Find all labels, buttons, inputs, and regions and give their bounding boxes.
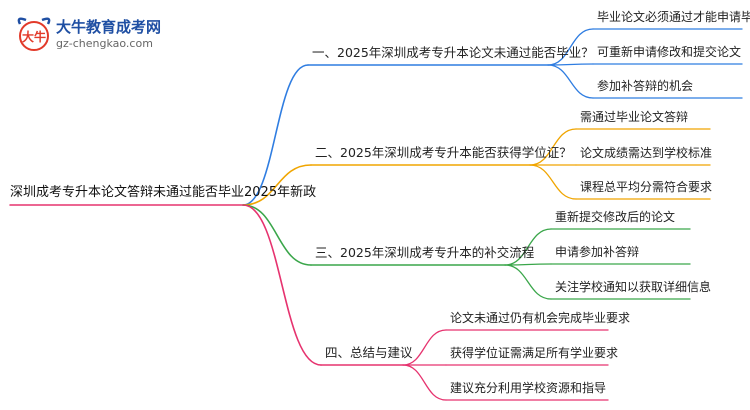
- leaf-node-1-3[interactable]: 参加补答辩的机会: [597, 79, 694, 93]
- bull-logo-icon: 大牛: [17, 17, 51, 51]
- leaf-connector-2-1: [529, 128, 577, 166]
- branch-connector-1: [242, 64, 309, 206]
- branch-node-4[interactable]: 四、总结与建议: [325, 345, 413, 360]
- leaf-node-4-2[interactable]: 获得学位证需满足所有学业要求: [450, 346, 619, 360]
- branch-node-2[interactable]: 二、2025年深圳成考专升本能否获得学位证？: [315, 145, 572, 160]
- leaf-node-2-3[interactable]: 课程总平均分需符合要求: [580, 180, 713, 194]
- leaf-node-1-2[interactable]: 可重新申请修改和提交论文: [597, 45, 742, 59]
- branch-connector-2: [242, 164, 312, 206]
- branch-connector-3: [242, 204, 312, 266]
- leaf-connector-4-1: [402, 329, 447, 366]
- leaf-node-3-1[interactable]: 重新提交修改后的论文: [555, 210, 676, 224]
- logo-mark-text: 大牛: [22, 29, 46, 44]
- leaf-node-3-2[interactable]: 申请参加补答辩: [555, 245, 640, 259]
- logo-url: gz-chengkao.com: [56, 37, 153, 50]
- leaf-node-2-1[interactable]: 需通过毕业论文答辩: [580, 110, 689, 124]
- leaf-connector-3-1: [504, 228, 552, 266]
- leaf-connector-1-1: [547, 28, 594, 66]
- leaf-node-4-3[interactable]: 建议充分利用学校资源和指导: [450, 381, 607, 395]
- leaf-connector-4-3: [402, 364, 447, 401]
- leaf-connector-1-3: [547, 64, 594, 99]
- leaf-connector-3-3: [504, 264, 552, 300]
- leaf-connector-2-3: [529, 164, 577, 200]
- site-logo[interactable]: 大牛 大牛教育成考网 gz-chengkao.com: [14, 14, 164, 54]
- branch-node-1[interactable]: 一、2025年深圳成考专升本论文未通过能否毕业？: [312, 45, 594, 60]
- leaf-node-1-1[interactable]: 毕业论文必须通过才能申请毕业: [597, 10, 750, 24]
- branch-connector-4: [242, 204, 322, 366]
- root-node[interactable]: 深圳成考专升本论文答辩未通过能否毕业2025年新政: [10, 185, 317, 200]
- logo-name: 大牛教育成考网: [56, 18, 162, 36]
- branch-node-3[interactable]: 三、2025年深圳成考专升本的补交流程: [315, 245, 535, 260]
- leaf-node-2-2[interactable]: 论文成绩需达到学校标准: [580, 146, 713, 160]
- leaf-node-3-3[interactable]: 关注学校通知以获取详细信息: [555, 280, 712, 294]
- leaf-node-4-1[interactable]: 论文未通过仍有机会完成毕业要求: [450, 311, 631, 325]
